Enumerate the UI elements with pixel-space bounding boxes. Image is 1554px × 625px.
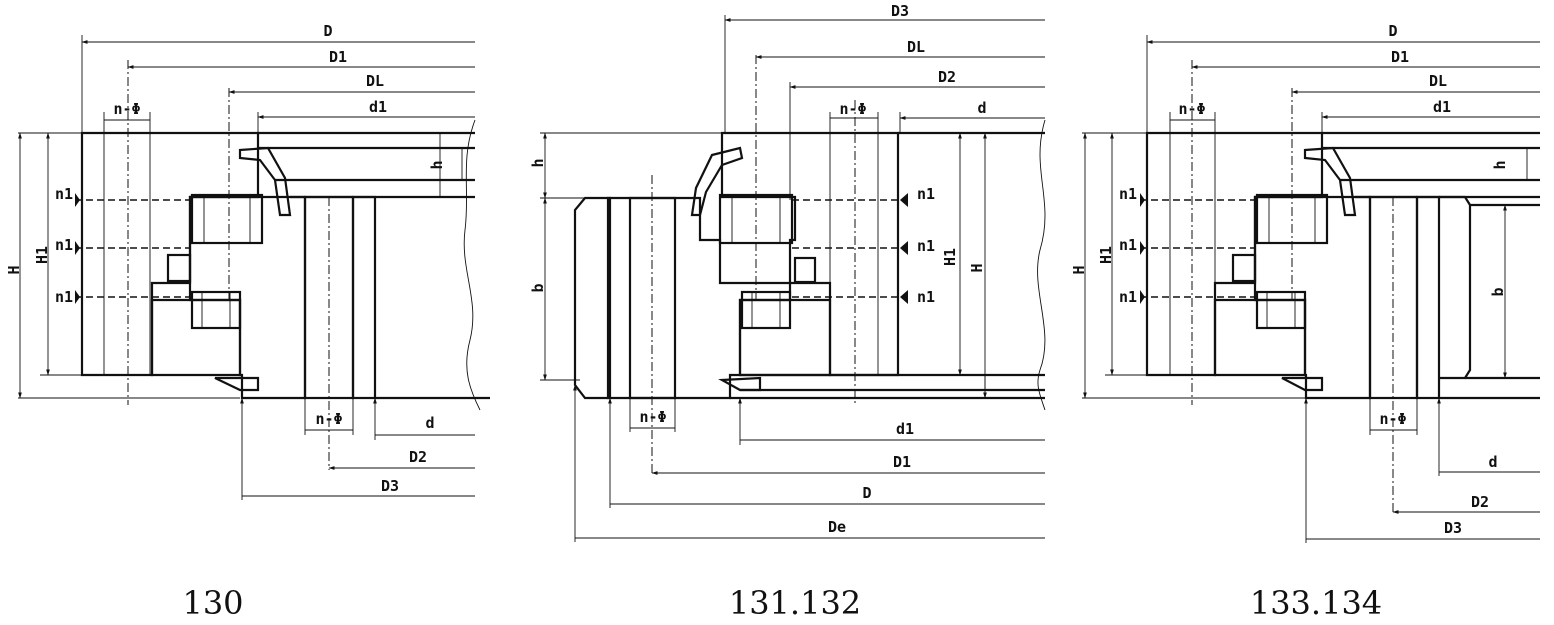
label-n-phi-bottom: n-Φ	[1379, 410, 1406, 428]
outer-ring-section	[606, 196, 792, 400]
label-H1: H1	[941, 248, 959, 266]
label-n1: n1	[55, 236, 73, 254]
drawing-caption: 133.134	[1250, 584, 1382, 622]
label-h: h	[1491, 160, 1509, 169]
drawing-caption: 131.132	[729, 584, 861, 622]
label-d: d	[977, 99, 986, 117]
label-n1: n1	[55, 185, 73, 203]
label-DL: DL	[1429, 72, 1447, 90]
label-n-phi-bottom: n-Φ	[639, 408, 666, 426]
label-n-phi-top: n-Φ	[839, 100, 866, 118]
label-DL: DL	[907, 38, 925, 56]
label-D1: D1	[1391, 48, 1409, 66]
label-n1: n1	[1119, 288, 1137, 306]
label-D: D	[862, 484, 871, 502]
label-H1: H1	[1097, 246, 1115, 264]
drawing-131-132: D3 DL D2 d n-Φ h b H1 H n1 n1 n1 n-Φ d1 …	[529, 2, 1046, 622]
label-b: b	[529, 283, 547, 292]
label-H: H	[1070, 265, 1088, 274]
label-H: H	[5, 265, 23, 274]
inner-ring-section	[720, 131, 900, 377]
label-h: h	[428, 160, 446, 169]
inner-ring-section	[188, 195, 307, 400]
gear-teeth-section	[573, 196, 612, 400]
label-D1: D1	[329, 48, 347, 66]
label-H: H	[968, 263, 986, 272]
label-De: De	[828, 518, 846, 536]
label-d1: d1	[369, 98, 387, 116]
drawing-133-134: D D1 DL d1 n-Φ h b H H1 n1 n1 n1 n-Φ d D…	[1070, 22, 1540, 622]
label-h: h	[529, 158, 547, 167]
label-D3: D3	[381, 477, 399, 495]
label-D3: D3	[1444, 519, 1462, 537]
label-H1: H1	[33, 246, 51, 264]
label-D2: D2	[1471, 493, 1489, 511]
label-n1: n1	[917, 185, 935, 203]
inner-gear-teeth-section	[1439, 195, 1472, 380]
drawing-caption: 130	[182, 584, 243, 622]
label-d1: d1	[896, 420, 914, 438]
label-D: D	[1388, 22, 1397, 40]
label-D2: D2	[409, 448, 427, 466]
label-n-phi-bottom: n-Φ	[315, 410, 342, 428]
inner-ring-section	[1253, 195, 1372, 400]
label-n1: n1	[917, 288, 935, 306]
label-n1: n1	[917, 237, 935, 255]
label-d: d	[425, 414, 434, 432]
label-D3: D3	[891, 2, 909, 20]
label-D1: D1	[893, 453, 911, 471]
label-n1: n1	[55, 288, 73, 306]
label-D: D	[323, 22, 332, 40]
drawing-130: D D1 DL d1 n-Φ h H H1 n1 n1 n1 n-Φ d D2 …	[5, 22, 490, 622]
label-d1: d1	[1433, 98, 1451, 116]
label-DL: DL	[366, 72, 384, 90]
label-n1: n1	[1119, 236, 1137, 254]
label-d: d	[1488, 453, 1497, 471]
label-n1: n1	[1119, 185, 1137, 203]
label-b: b	[1489, 287, 1507, 296]
label-n-phi-top: n-Φ	[113, 100, 140, 118]
label-D2: D2	[938, 68, 956, 86]
label-n-phi-top: n-Φ	[1178, 100, 1205, 118]
